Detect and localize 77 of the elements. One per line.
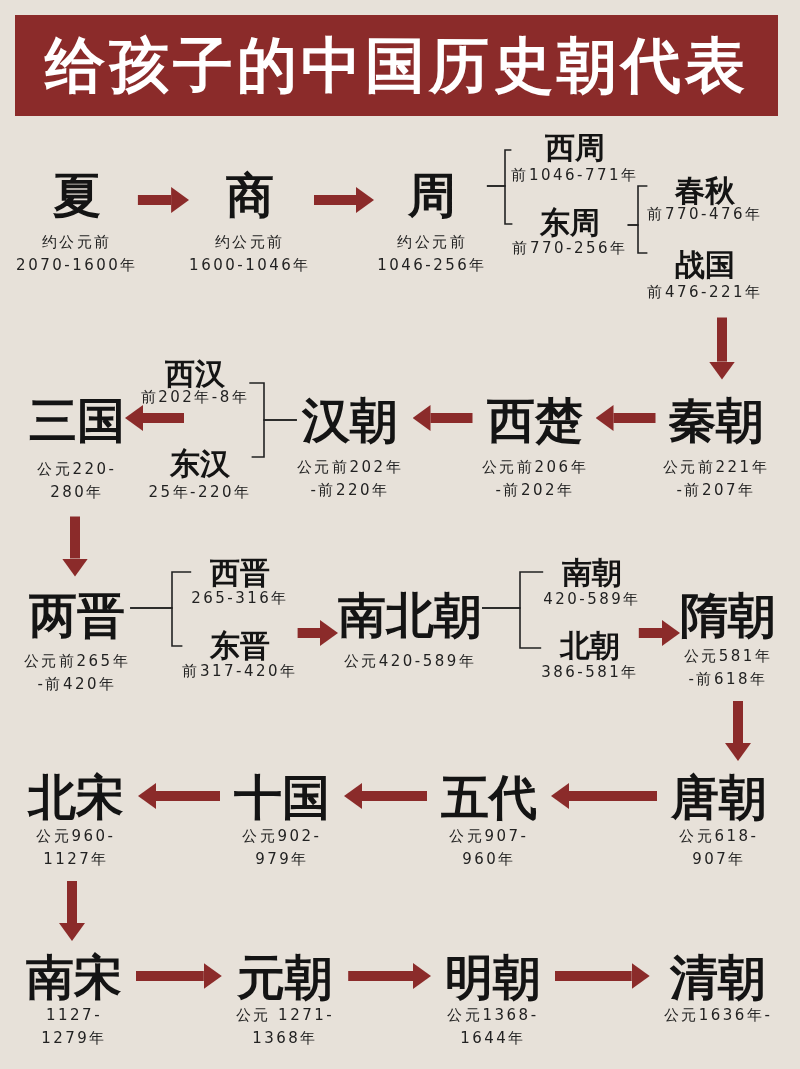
date-range: 公元1636年-	[663, 1005, 773, 1027]
dynasty-name: 西汉	[165, 356, 225, 390]
dynasty-name: 南宋	[26, 950, 122, 1004]
date-range: 265-316年	[191, 588, 289, 609]
date-range: 公元1368-1644年	[446, 1005, 540, 1050]
arrow	[595, 405, 656, 431]
date-range: 约公元前1046-256年	[377, 232, 487, 277]
date-range: 420-589年	[543, 588, 641, 610]
arrow	[551, 783, 657, 809]
date-range: 公元220-280年	[36, 459, 118, 504]
arrow	[709, 317, 735, 380]
date-range: 前317-420年	[182, 661, 298, 682]
date-range: 公元420-589年	[342, 651, 478, 673]
date-range: 公元960-1127年	[35, 826, 117, 871]
arrow	[138, 783, 220, 809]
dynasty-name: 秦朝	[667, 393, 765, 447]
dynasty-name: 东汉	[169, 446, 231, 480]
date-range: 公元前202年-前220年	[296, 457, 404, 502]
dynasty-name: 十国	[234, 770, 330, 824]
dynasty-name: 三国	[29, 393, 125, 447]
date-range: 前770-256年	[512, 238, 628, 259]
dynasty-name: 隋朝	[680, 588, 776, 642]
date-range: 公元 1271-1368年	[235, 1005, 335, 1050]
arrow	[62, 516, 88, 577]
date-range: 约公元前2070-1600年	[16, 232, 138, 277]
arrow	[59, 881, 85, 941]
dynasty-name: 北朝	[558, 628, 621, 662]
dynasty-name: 东晋	[209, 628, 271, 662]
dynasty-name: 商	[225, 168, 275, 222]
date-range: 前476-221年	[647, 281, 763, 303]
dynasty-name: 夏	[52, 168, 102, 222]
dynasty-name: 战国	[674, 247, 736, 281]
dynasty-name: 春秋	[675, 173, 735, 207]
connector-line	[486, 185, 514, 225]
arrow	[348, 963, 431, 989]
dynasty-name: 汉朝	[301, 393, 399, 447]
date-range: 25年-220年	[148, 481, 252, 503]
dynasty-name: 唐朝	[671, 770, 767, 824]
arrow	[314, 187, 374, 213]
date-range: 公元902-979年	[241, 826, 323, 871]
arrow	[136, 963, 222, 989]
dynasty-name: 北宋	[28, 770, 124, 824]
arrow	[555, 963, 650, 989]
date-range: 前1046-771年	[511, 164, 639, 186]
date-range: 公元前221年-前207年	[662, 457, 770, 502]
dynasty-name: 东周	[539, 205, 601, 239]
title-banner: 给孩子的中国历史朝代表	[15, 15, 778, 116]
dynasty-name: 西周	[544, 130, 606, 164]
connector-line	[626, 224, 649, 254]
date-range: 约公元前1600-1046年	[189, 232, 311, 277]
dynasty-name: 西晋	[209, 555, 271, 589]
dynasty-name: 周	[407, 168, 457, 222]
date-range: 公元618-907年	[678, 826, 760, 871]
arrow	[412, 405, 473, 431]
dynasty-name: 两晋	[28, 588, 126, 642]
connector-line	[250, 419, 298, 458]
dynasty-name: 南北朝	[338, 588, 482, 642]
date-range: 公元907-960年	[448, 826, 530, 871]
date-range: 1127-1279年	[40, 1005, 108, 1050]
dynasty-name: 西楚	[486, 393, 584, 447]
date-range: 公元581年-前618年	[682, 646, 774, 691]
dynasty-name: 明朝	[445, 950, 541, 1004]
arrow	[638, 620, 680, 646]
arrow	[297, 620, 338, 646]
dynasty-name: 五代	[441, 770, 537, 824]
arrow	[137, 187, 190, 213]
date-range: 386-581年	[541, 661, 639, 683]
dynasty-name: 元朝	[236, 950, 334, 1004]
dynasty-name: 清朝	[669, 950, 767, 1004]
connector-line	[481, 607, 542, 649]
date-range: 公元前206年-前202年	[481, 457, 589, 502]
date-range: 公元前265年-前420年	[23, 651, 131, 696]
date-range: 前202年-8年	[140, 387, 250, 408]
arrow	[344, 783, 427, 809]
connector-line	[129, 607, 184, 647]
arrow	[725, 701, 751, 761]
dynasty-name: 南朝	[561, 555, 623, 589]
